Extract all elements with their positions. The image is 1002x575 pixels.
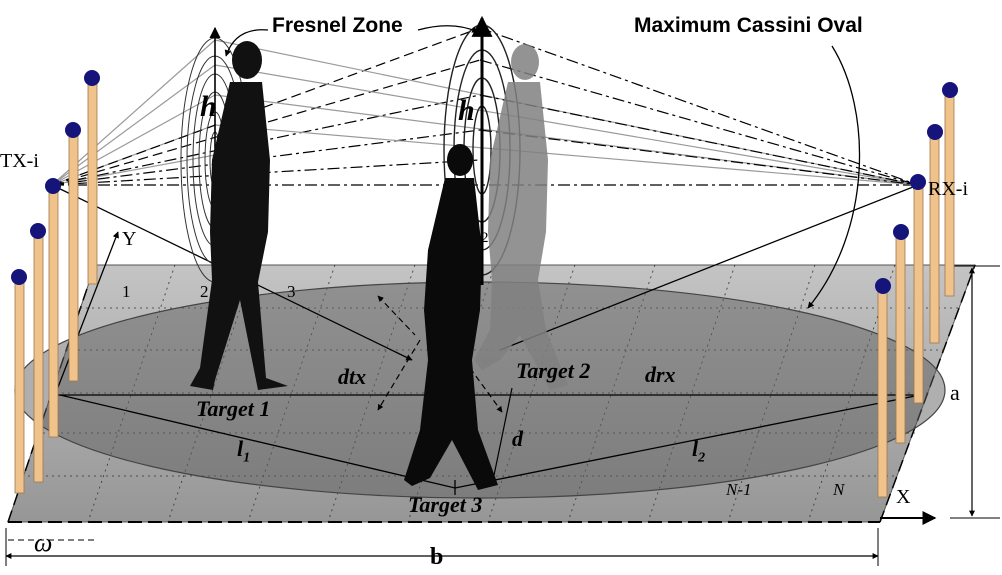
target2-label: Target 2 [516,358,591,383]
target2-d-line [491,387,513,486]
omega-label: ω [34,528,53,557]
dashed-normal-2 [377,339,421,411]
tx-label: TX-i [0,150,39,172]
height-label-right: h [458,94,475,127]
cell-n1-label: N-1 [726,480,752,499]
y-axis-label: Y [122,228,137,250]
rx-antenna-heads [875,82,958,294]
dim-a-label: a [950,380,960,405]
l2-label: l2 [692,436,706,466]
height-label-left: h [200,90,217,123]
cell-3-label: 3 [287,282,296,301]
d-label: d [512,426,523,451]
dashed-normal-1 [377,295,416,336]
fresnel-zone-pointer-left [224,29,269,57]
rx-antenna-array [877,95,955,498]
target3-label: Target 3 [408,492,483,517]
drx-label: drx [645,362,676,387]
target3-silhouette [404,144,498,490]
dtx-label: dtx [338,364,367,389]
tx-fan-rays [51,27,919,186]
rx-label: RX-i [928,178,968,200]
fresnel-zone-pointer-right [417,25,479,33]
l1-label: l1 [237,436,251,466]
cell-2-label: 2 [200,282,209,301]
x-axis-label: X [896,486,911,508]
max-cassini-oval-title: Maximum Cassini Oval [634,14,863,37]
y-axis [54,231,119,396]
target2-silhouette [474,44,568,390]
fresnel-zone-title: Fresnel Zone [272,14,403,37]
tx-antenna-heads [11,70,100,285]
dim-b-label: b [430,544,444,570]
fresnel-small-2-label: 2 [481,230,489,246]
target2-to-rx-ray [499,184,919,351]
dashed-normal-3 [469,367,503,413]
cassini-oval-pointer [807,45,861,309]
cell-n-label: N [833,480,845,499]
target1-label: Target 1 [196,396,271,421]
cell-1-label: 1 [122,282,131,301]
target1-silhouette [190,41,288,390]
